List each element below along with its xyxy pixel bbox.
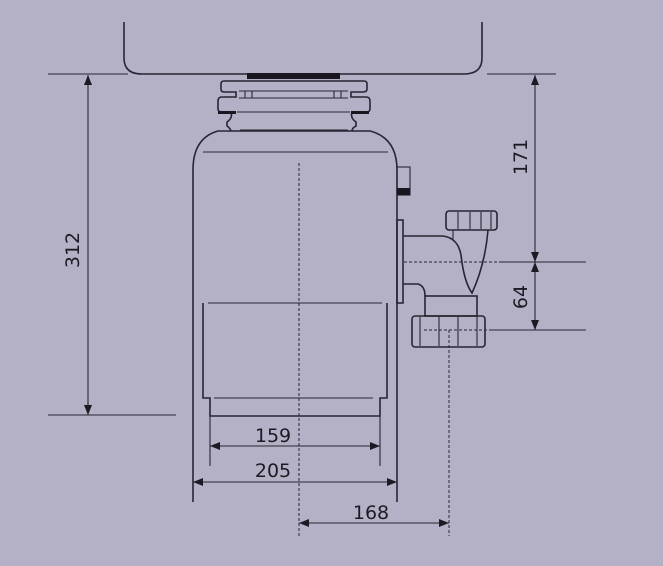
outlet-trap <box>396 210 498 348</box>
dim-312-label: 312 <box>62 232 84 268</box>
sink-gasket <box>247 73 340 79</box>
mounting-flange <box>217 80 371 132</box>
dim-159-label: 159 <box>255 425 291 447</box>
dim-64-label: 64 <box>510 285 532 309</box>
dim-205-label: 205 <box>255 460 291 482</box>
dim-168-label: 168 <box>353 502 389 524</box>
sink-basin <box>123 22 483 75</box>
dim-171-label: 171 <box>510 139 532 175</box>
switch-box <box>396 166 411 196</box>
